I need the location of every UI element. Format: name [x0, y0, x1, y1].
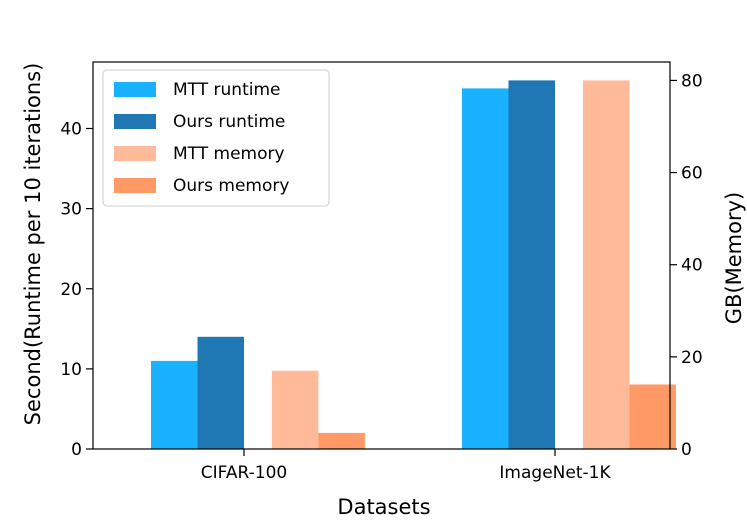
bar-3-0	[318, 432, 365, 449]
legend-label-2: MTT memory	[173, 144, 285, 164]
right-tick-label-0: 0	[681, 440, 692, 460]
left-tick-label-0: 0	[71, 440, 82, 460]
bar-1-0	[197, 336, 244, 449]
y-axis-title-right: GB(Memory)	[722, 192, 746, 324]
bar-3-1	[629, 384, 676, 449]
legend-label-3: Ours memory	[173, 176, 289, 196]
right-tick-label-4: 80	[681, 71, 703, 91]
bar-2-0	[271, 370, 319, 449]
left-tick-label-4: 40	[60, 120, 82, 140]
bar-2-1	[582, 80, 630, 450]
legend-box	[102, 69, 330, 207]
right-tick-label-1: 20	[681, 348, 703, 368]
left-tick-label-1: 10	[60, 360, 82, 380]
legend-swatch-2	[114, 146, 156, 161]
bar-1-1	[508, 80, 555, 450]
x-tick-label-0: CIFAR-100	[201, 463, 287, 483]
y-axis-title-left: Second(Runtime per 10 iterations)	[21, 63, 45, 426]
legend-swatch-1	[114, 114, 156, 129]
left-axis-ticks: 0 10 20 30 40	[60, 120, 93, 460]
x-tick-label-1: ImageNet-1K	[499, 463, 611, 483]
legend-swatch-0	[114, 82, 156, 97]
bar-0-1	[462, 88, 509, 450]
legend-label-0: MTT runtime	[173, 80, 281, 100]
x-axis-title: Datasets	[337, 495, 430, 519]
bar-0-0	[151, 360, 198, 449]
legend-label-1: Ours runtime	[173, 112, 285, 132]
right-tick-label-2: 40	[681, 256, 703, 276]
right-tick-label-3: 60	[681, 164, 703, 184]
right-axis-ticks: 0 20 40 60 80	[670, 71, 703, 460]
left-tick-label-3: 30	[60, 200, 82, 220]
plot-border	[92, 61, 671, 450]
bars-group	[151, 80, 676, 450]
left-tick-label-2: 20	[60, 280, 82, 300]
x-axis-ticks: CIFAR-100 ImageNet-1K	[201, 449, 611, 483]
plot-frame	[92, 61, 671, 450]
legend-swatch-3	[114, 178, 156, 193]
